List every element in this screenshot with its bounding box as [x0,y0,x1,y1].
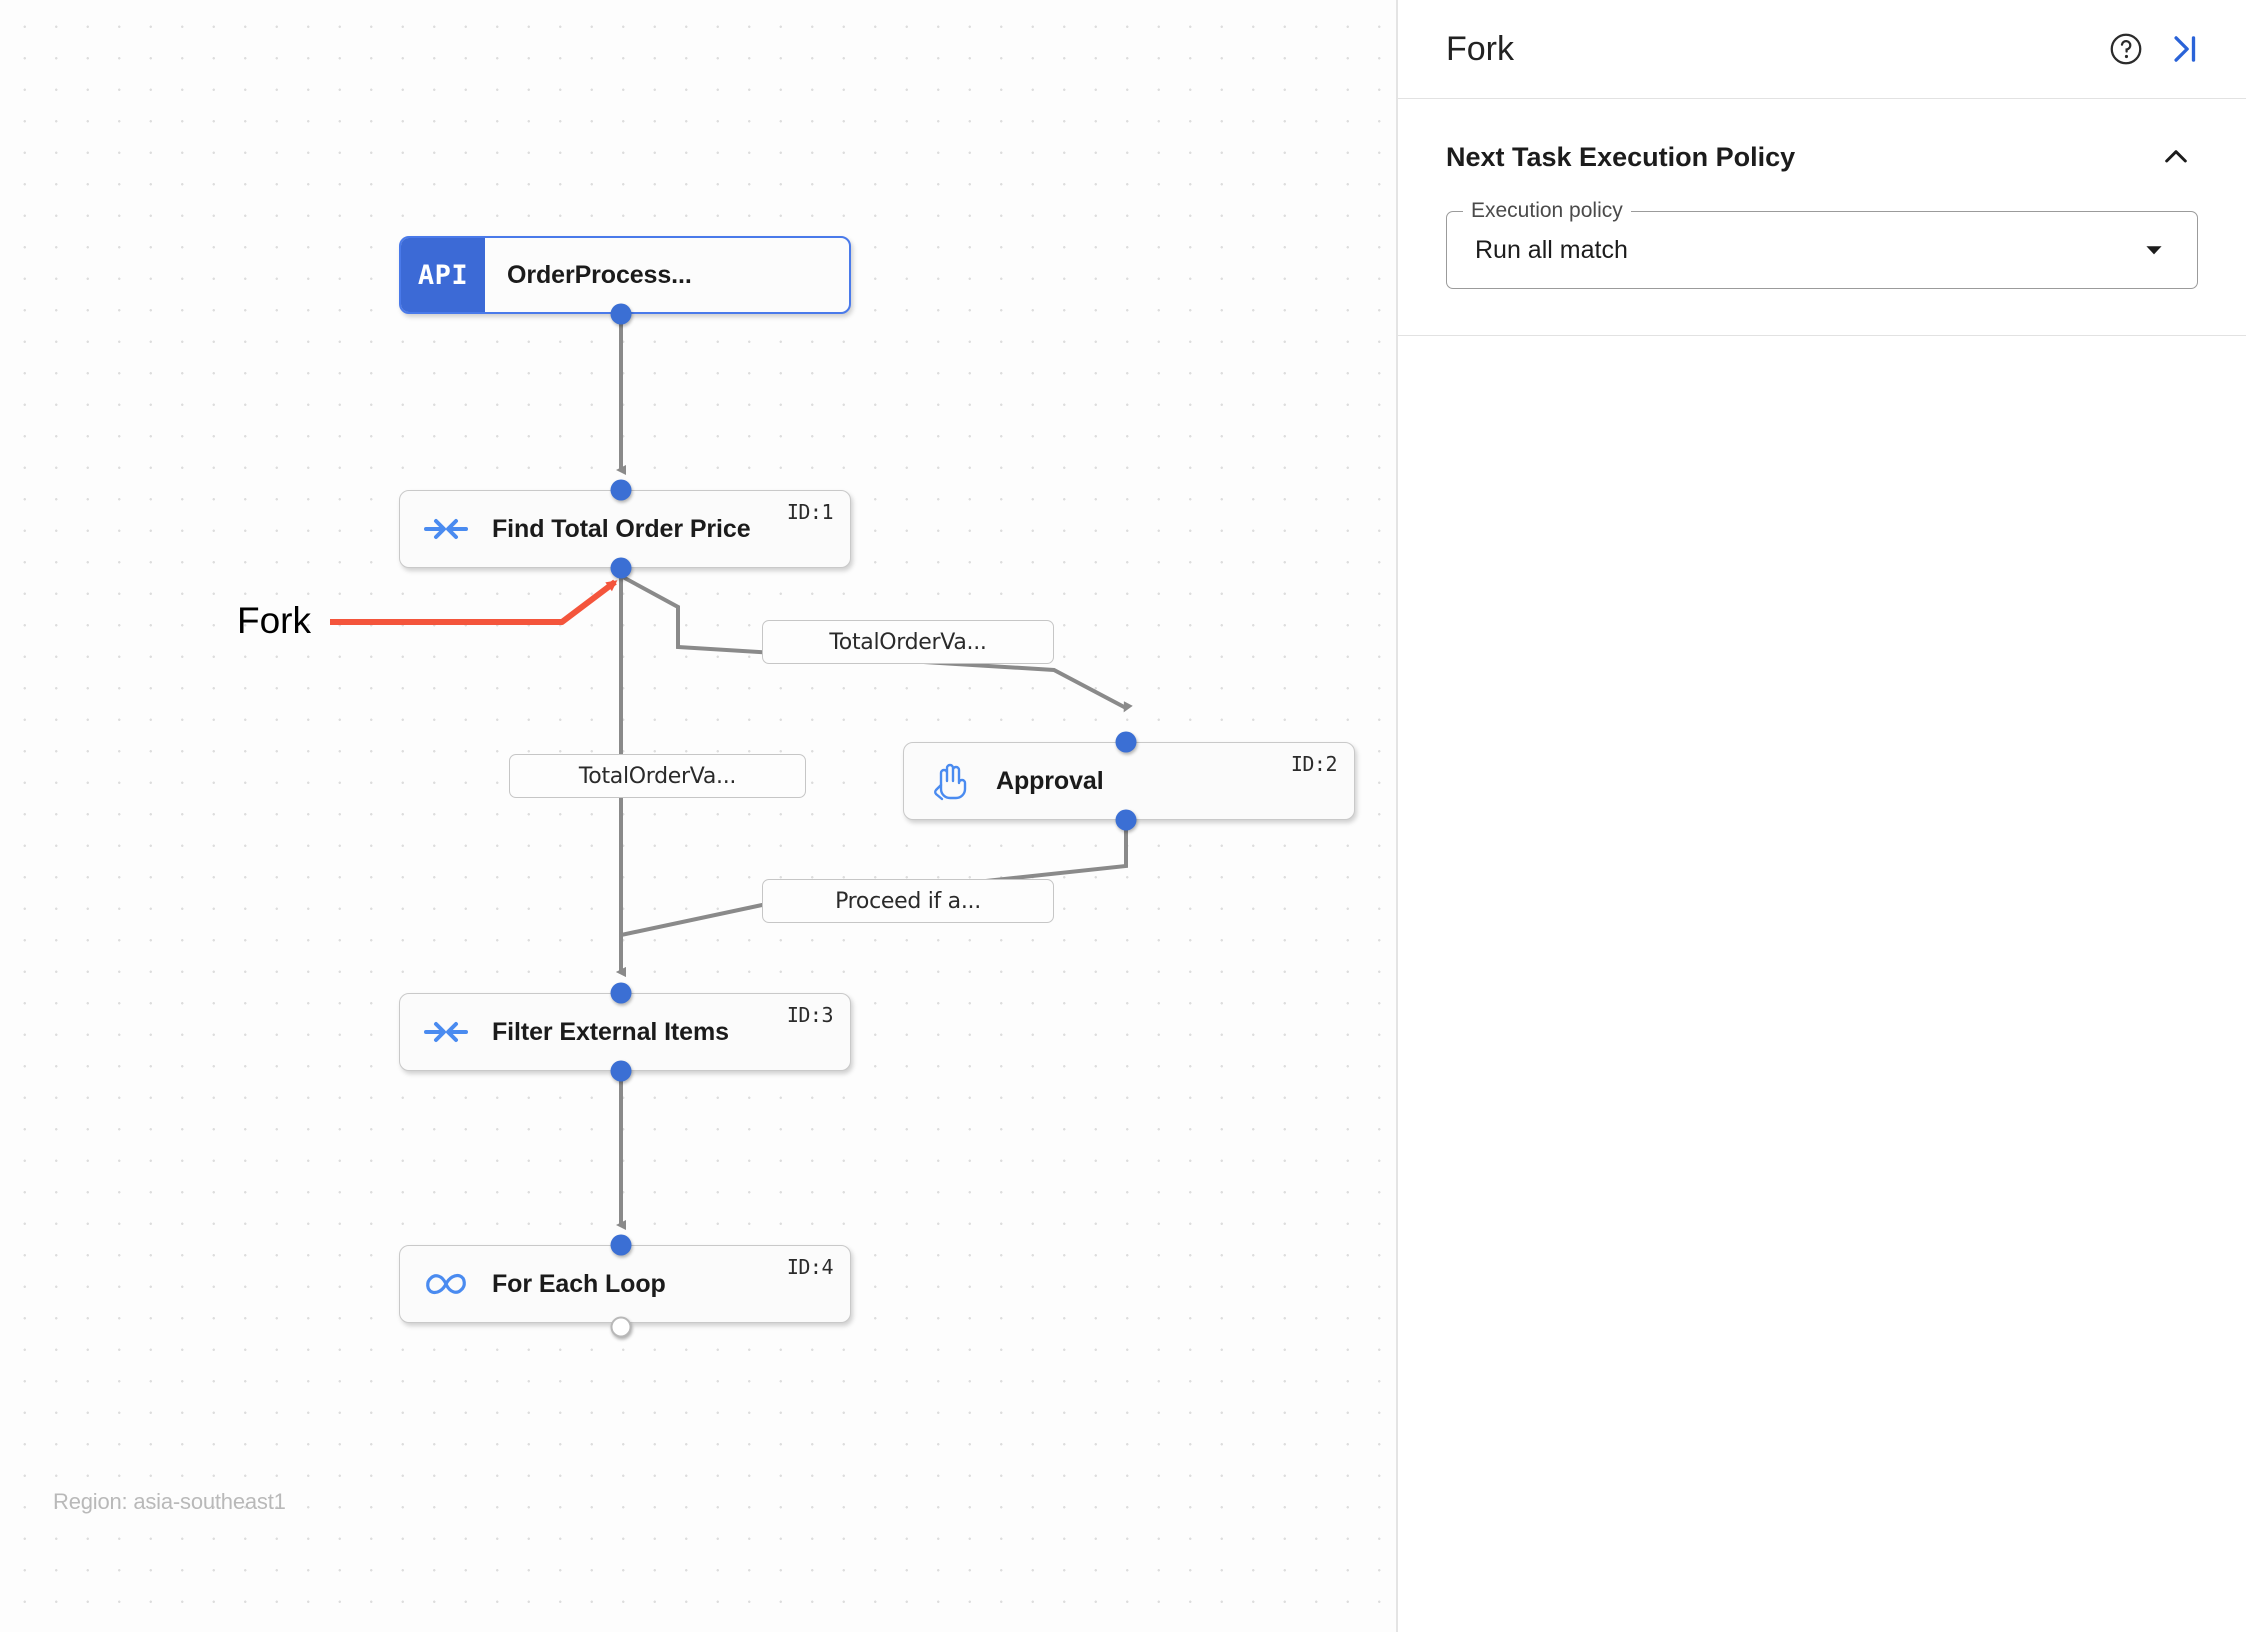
execution-policy-value: Run all match [1475,235,1628,264]
node-filter-external-items[interactable]: Filter External Items ID:3 [399,993,851,1071]
node-id-label: ID:1 [786,500,834,524]
node-id-label: ID:2 [1290,752,1338,776]
execution-policy-select[interactable]: Execution policy Run all match [1446,199,2198,289]
annotation-leader-line [330,579,618,625]
workflow-canvas[interactable]: TotalOrderVa... TotalOrderVa... Proceed … [0,0,1398,1632]
next-task-execution-policy-section: Next Task Execution Policy Execution pol… [1398,99,2246,336]
node-id-label: ID:3 [786,1003,834,1027]
panel-header: Fork [1398,0,2246,99]
help-circle-icon[interactable] [2100,23,2152,75]
collapse-right-icon[interactable] [2158,23,2210,75]
node-title: Filter External Items [492,1017,729,1046]
node-title: For Each Loop [492,1269,666,1298]
chevron-up-icon[interactable] [2154,135,2198,179]
port-foreach-output[interactable] [610,1316,632,1338]
edge-label-total-order-value-right[interactable]: TotalOrderVa... [762,620,1054,664]
port-foreach-input[interactable] [610,1234,632,1256]
node-api-trigger[interactable]: API OrderProcess... [399,236,851,314]
api-badge-icon: API [401,238,485,312]
panel-title: Fork [1446,29,1514,68]
node-id-label: ID:4 [786,1255,834,1279]
hand-icon [904,743,996,819]
merge-arrows-icon [400,491,492,567]
edge-label-proceed-if-approved[interactable]: Proceed if a... [762,879,1054,923]
chevron-down-icon[interactable] [2139,235,2169,265]
edge-label-total-order-value-left[interactable]: TotalOrderVa... [509,754,806,798]
node-title: Find Total Order Price [492,514,751,543]
section-header[interactable]: Next Task Execution Policy [1446,135,2198,179]
merge-arrows-icon [400,994,492,1070]
region-label: Region: asia-southeast1 [53,1489,286,1514]
annotation-fork-label: Fork [237,600,311,641]
port-find-total-output-fork[interactable] [610,557,632,579]
port-api-trigger-output[interactable] [610,303,632,325]
infinity-icon [400,1246,492,1322]
node-find-total-order-price[interactable]: Find Total Order Price ID:1 [399,490,851,568]
node-title: Approval [996,766,1104,795]
properties-panel: Fork Next Task Execution Policy [1398,0,2246,1632]
port-find-total-input[interactable] [610,479,632,501]
port-approval-input[interactable] [1115,731,1137,753]
section-title: Next Task Execution Policy [1446,141,1796,172]
node-for-each-loop[interactable]: For Each Loop ID:4 [399,1245,851,1323]
port-filter-input[interactable] [610,982,632,1004]
node-title: OrderProcess... [507,260,692,289]
execution-policy-legend: Execution policy [1463,199,1631,223]
node-approval[interactable]: Approval ID:2 [903,742,1355,820]
port-filter-output[interactable] [610,1060,632,1082]
port-approval-output[interactable] [1115,809,1137,831]
